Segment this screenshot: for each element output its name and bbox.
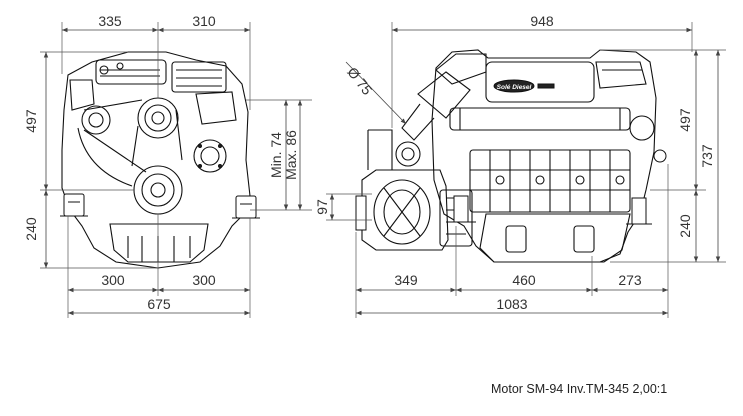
- side-dim-seg3: 273: [618, 272, 642, 288]
- front-dim-base-right: 300: [192, 272, 216, 288]
- dimension-labels: 335 310 497 240 Min. 74 Max. 86 300 300 …: [23, 13, 715, 312]
- front-dim-top-left: 335: [98, 13, 122, 29]
- drawing-caption: Motor SM-94 Inv.TM-345 2,00:1: [491, 382, 668, 396]
- front-dim-height-lower: 240: [23, 217, 39, 241]
- side-dim-height-upper: 497: [677, 108, 693, 132]
- front-dim-top-right: 310: [192, 13, 216, 29]
- side-dim-shaft-offset: 97: [314, 199, 330, 215]
- side-dim-height-total: 737: [699, 144, 715, 168]
- engine-logo: Solé Diesel: [497, 84, 532, 91]
- side-dim-seg2: 460: [512, 272, 536, 288]
- side-view-dimensions: [326, 22, 726, 318]
- side-dim-seg1: 349: [394, 272, 418, 288]
- side-dim-top-length: 948: [530, 13, 554, 29]
- front-dim-base-left: 300: [101, 272, 125, 288]
- front-dim-height-upper: 497: [23, 109, 39, 133]
- side-view-engine: Solé Diesel: [355, 49, 667, 263]
- side-dim-overall-length: 1083: [496, 296, 527, 312]
- front-view-dimensions: [40, 22, 312, 318]
- front-dim-overall-width: 675: [147, 296, 171, 312]
- side-dim-height-lower: 240: [677, 214, 693, 238]
- front-angle-min: Min. 74: [268, 132, 284, 178]
- front-view-engine: [60, 51, 260, 269]
- front-angle-max: Max. 86: [283, 130, 299, 180]
- side-dim-diameter: Ø 75: [344, 64, 375, 98]
